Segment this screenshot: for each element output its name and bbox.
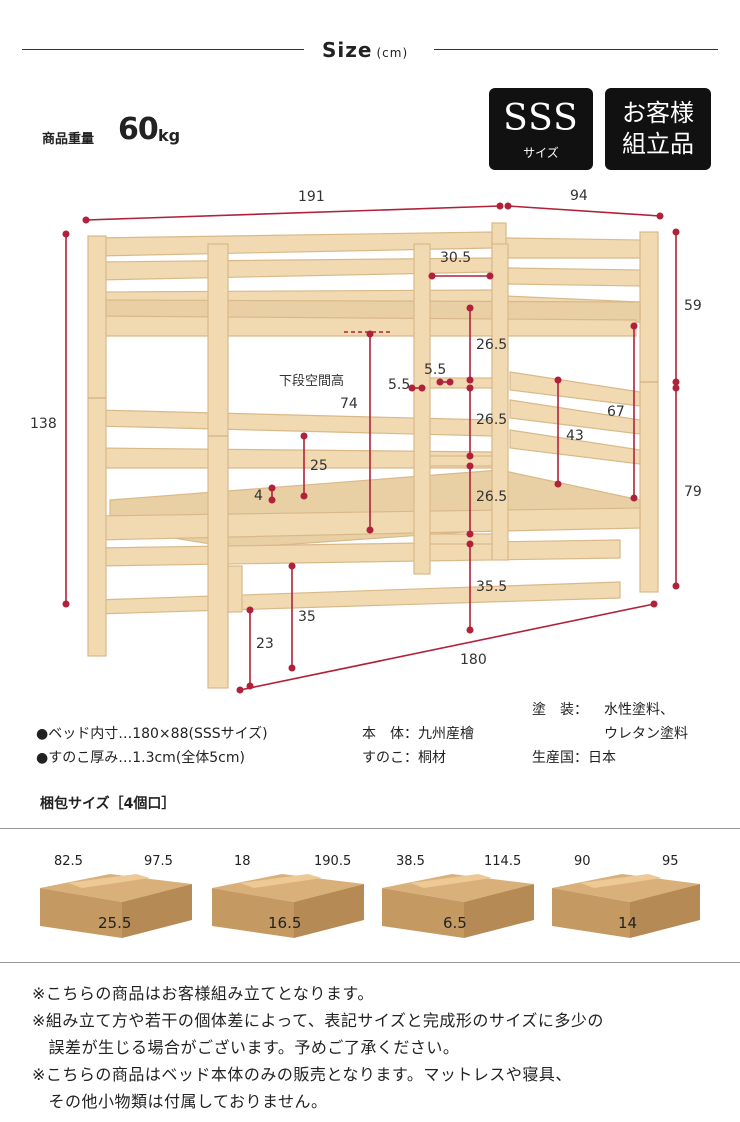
ladder-rung-3	[429, 533, 493, 545]
title-rule-right	[434, 49, 718, 50]
unit-label: (cm)	[376, 46, 409, 60]
spec-slat-thickness: ●すのこ厚み…1.3cm(全体5cm)	[36, 750, 245, 766]
package-3-depth: 114.5	[484, 854, 522, 869]
back-rail-1	[505, 237, 641, 259]
package-3-height: 6.5	[443, 914, 467, 932]
ladder-left-rail	[413, 243, 431, 575]
dim-bottom-length: 180	[460, 652, 487, 668]
dim-step-b: 5.5	[424, 362, 447, 378]
weight-label: 商品重量	[42, 132, 95, 147]
package-title: 梱包サイズ［4個口］	[40, 796, 176, 812]
note-line-3: 誤差が生じる場合がございます。予めご了承ください。	[32, 1038, 460, 1057]
dim-line-191	[82, 202, 504, 224]
dim-top-length: 191	[298, 189, 325, 205]
weight-unit: kg	[158, 126, 181, 145]
dim-guard-upper: 67	[607, 404, 625, 420]
weight-value: 60	[118, 112, 159, 147]
dim-lower-space: 74	[340, 396, 358, 412]
package-1-width: 82.5	[54, 854, 83, 869]
package-box-1	[40, 874, 192, 938]
size-badge: SSS サイズ	[489, 88, 593, 170]
dim-rung-2: 26.5	[476, 412, 508, 428]
package-1-height: 25.5	[98, 914, 132, 932]
ladder-rung-1	[429, 377, 493, 389]
dim-lower-guard: 25	[310, 458, 328, 474]
dim-slat-offset: 4	[254, 488, 263, 504]
front-post-left	[87, 235, 107, 657]
dim-line-180	[236, 600, 658, 694]
size-badge-sub: サイズ	[523, 146, 559, 160]
dim-step-a: 5.5	[388, 377, 411, 393]
dim-total-height: 138	[30, 416, 57, 432]
note-line-4: ※こちらの商品はベッド本体のみの販売となります。マットレスや寝具、	[32, 1065, 572, 1084]
package-box-2	[212, 874, 364, 938]
dim-line-94	[504, 202, 664, 220]
dim-top-width: 94	[570, 188, 588, 204]
assembly-badge: お客様 組立品	[605, 88, 711, 170]
package-box-4	[552, 874, 700, 938]
title-rule-left	[22, 49, 304, 50]
spec-finish-2: ウレタン塗料	[604, 726, 688, 742]
spec-slats: すのこ：桐材	[362, 750, 446, 766]
spec-inner-size: ●ベッド内寸…180×88(SSSサイズ)	[36, 726, 268, 742]
ladder-rung-2	[429, 455, 493, 467]
page-title: Size(cm)	[322, 38, 409, 62]
assembly-badge-line1: お客様	[622, 99, 694, 127]
package-2-width: 18	[234, 854, 251, 869]
spec-finish-label: 塗 装：	[532, 702, 588, 718]
package-3-width: 38.5	[396, 854, 425, 869]
package-1-depth: 97.5	[144, 854, 173, 869]
dim-base-height: 23	[256, 636, 274, 652]
package-2-depth: 190.5	[314, 854, 352, 869]
ladder-right-rail	[491, 243, 509, 561]
spec-body: 本 体：九州産檜	[362, 726, 474, 742]
package-4-width: 90	[574, 854, 591, 869]
spec-finish-1: 水性塗料、	[604, 702, 674, 718]
package-4-height: 14	[618, 914, 638, 932]
dim-floor-clearance: 35	[298, 609, 316, 625]
package-2-height: 16.5	[268, 914, 302, 932]
upper-side-rail-top	[95, 231, 493, 257]
spec-origin: 生産国：日本	[532, 750, 616, 766]
note-line-5: その他小物類は付属しておりません。	[32, 1092, 328, 1111]
package-box-3	[382, 874, 534, 938]
dim-upper-height: 59	[684, 298, 702, 314]
size-badge-main: SSS	[503, 98, 579, 139]
dim-rung-3: 26.5	[476, 489, 508, 505]
assembly-badge-line2: 組立品	[622, 130, 694, 158]
dim-rung-bottom: 35.5	[476, 579, 508, 595]
package-boxes	[40, 874, 700, 938]
package-4-depth: 95	[662, 854, 679, 869]
upper-front-rail	[95, 315, 637, 337]
dim-ladder-width: 30.5	[440, 250, 472, 266]
dim-lower-height: 79	[684, 484, 702, 500]
package-rule-top	[0, 828, 740, 829]
dim-rung-1: 26.5	[476, 337, 508, 353]
dim-guard-lower: 43	[566, 428, 584, 444]
note-line-1: ※こちらの商品はお客様組み立てとなります。	[32, 984, 374, 1003]
front-post-mid	[207, 243, 229, 689]
back-post-right	[639, 231, 659, 593]
dim-lower-space-label: 下段空間高	[279, 374, 345, 389]
note-line-2: ※組み立て方や若干の個体差によって、表記サイズと完成形のサイズに多少の	[32, 1011, 604, 1030]
package-rule-bottom	[0, 962, 740, 963]
